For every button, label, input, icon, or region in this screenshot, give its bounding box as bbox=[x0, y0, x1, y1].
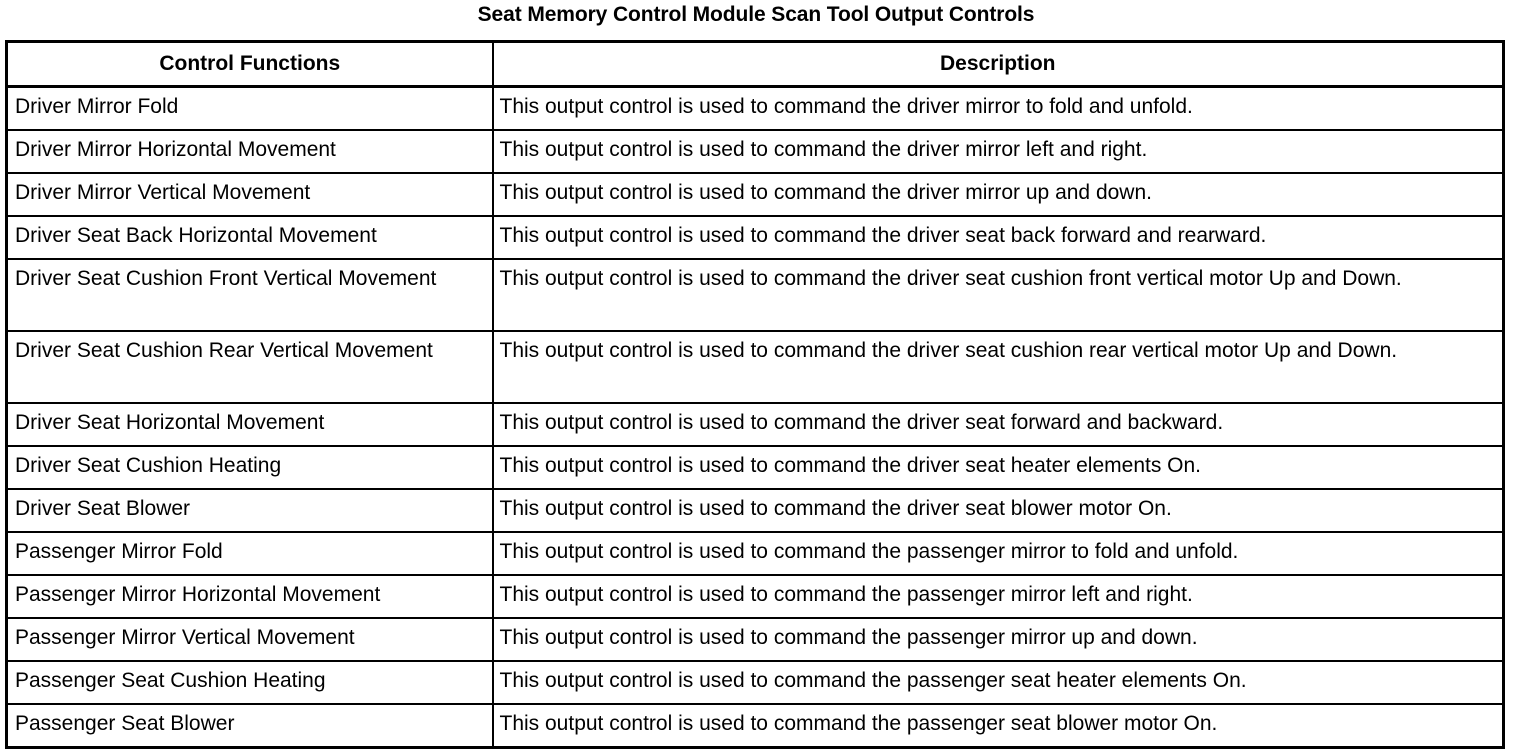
controls-table-container: Control Functions Description Driver Mir… bbox=[5, 40, 1505, 749]
cell-description: This output control is used to command t… bbox=[491, 703, 1505, 749]
cell-description: This output control is used to command t… bbox=[491, 445, 1505, 490]
page-title: Seat Memory Control Module Scan Tool Out… bbox=[477, 3, 1035, 26]
cell-control-function: Passenger Seat Cushion Heating bbox=[5, 660, 494, 705]
cell-description: This output control is used to command t… bbox=[491, 85, 1505, 131]
scan-tool-output-controls-table: Control Functions Description Driver Mir… bbox=[5, 40, 1505, 749]
cell-description: This output control is used to command t… bbox=[491, 258, 1505, 332]
cell-control-function: Driver Seat Cushion Heating bbox=[5, 445, 494, 490]
cell-control-function: Driver Seat Blower bbox=[5, 488, 494, 533]
cell-description: This output control is used to command t… bbox=[491, 215, 1505, 260]
cell-control-function: Driver Seat Back Horizontal Movement bbox=[5, 215, 494, 260]
cell-control-function: Passenger Seat Blower bbox=[5, 703, 494, 749]
cell-control-function: Driver Seat Cushion Front Vertical Movem… bbox=[5, 258, 494, 332]
column-header-description: Description bbox=[491, 40, 1505, 88]
table-header-row: Control Functions Description bbox=[5, 40, 1505, 88]
cell-control-function: Driver Seat Cushion Rear Vertical Moveme… bbox=[5, 330, 494, 404]
table-header: Control Functions Description bbox=[5, 40, 1505, 88]
cell-control-function: Driver Mirror Horizontal Movement bbox=[5, 129, 494, 174]
cell-control-function: Driver Mirror Fold bbox=[5, 85, 494, 131]
cell-description: This output control is used to command t… bbox=[491, 172, 1505, 217]
table-row: Driver Seat Cushion Rear Vertical Moveme… bbox=[5, 330, 1505, 404]
cell-control-function: Passenger Mirror Fold bbox=[5, 531, 494, 576]
cell-control-function: Driver Mirror Vertical Movement bbox=[5, 172, 494, 217]
cell-description: This output control is used to command t… bbox=[491, 660, 1505, 705]
cell-control-function: Driver Seat Horizontal Movement bbox=[5, 402, 494, 447]
cell-description: This output control is used to command t… bbox=[491, 531, 1505, 576]
cell-description: This output control is used to command t… bbox=[491, 129, 1505, 174]
cell-description: This output control is used to command t… bbox=[491, 488, 1505, 533]
cell-description: This output control is used to command t… bbox=[491, 402, 1505, 447]
cell-description: This output control is used to command t… bbox=[491, 617, 1505, 662]
table-row: Driver Seat Cushion Front Vertical Movem… bbox=[5, 258, 1505, 332]
cell-description: This output control is used to command t… bbox=[491, 574, 1505, 619]
cell-control-function: Passenger Mirror Vertical Movement bbox=[5, 617, 494, 662]
cell-control-function: Passenger Mirror Horizontal Movement bbox=[5, 574, 494, 619]
cell-description: This output control is used to command t… bbox=[491, 330, 1505, 404]
column-header-control-functions: Control Functions bbox=[5, 40, 494, 88]
